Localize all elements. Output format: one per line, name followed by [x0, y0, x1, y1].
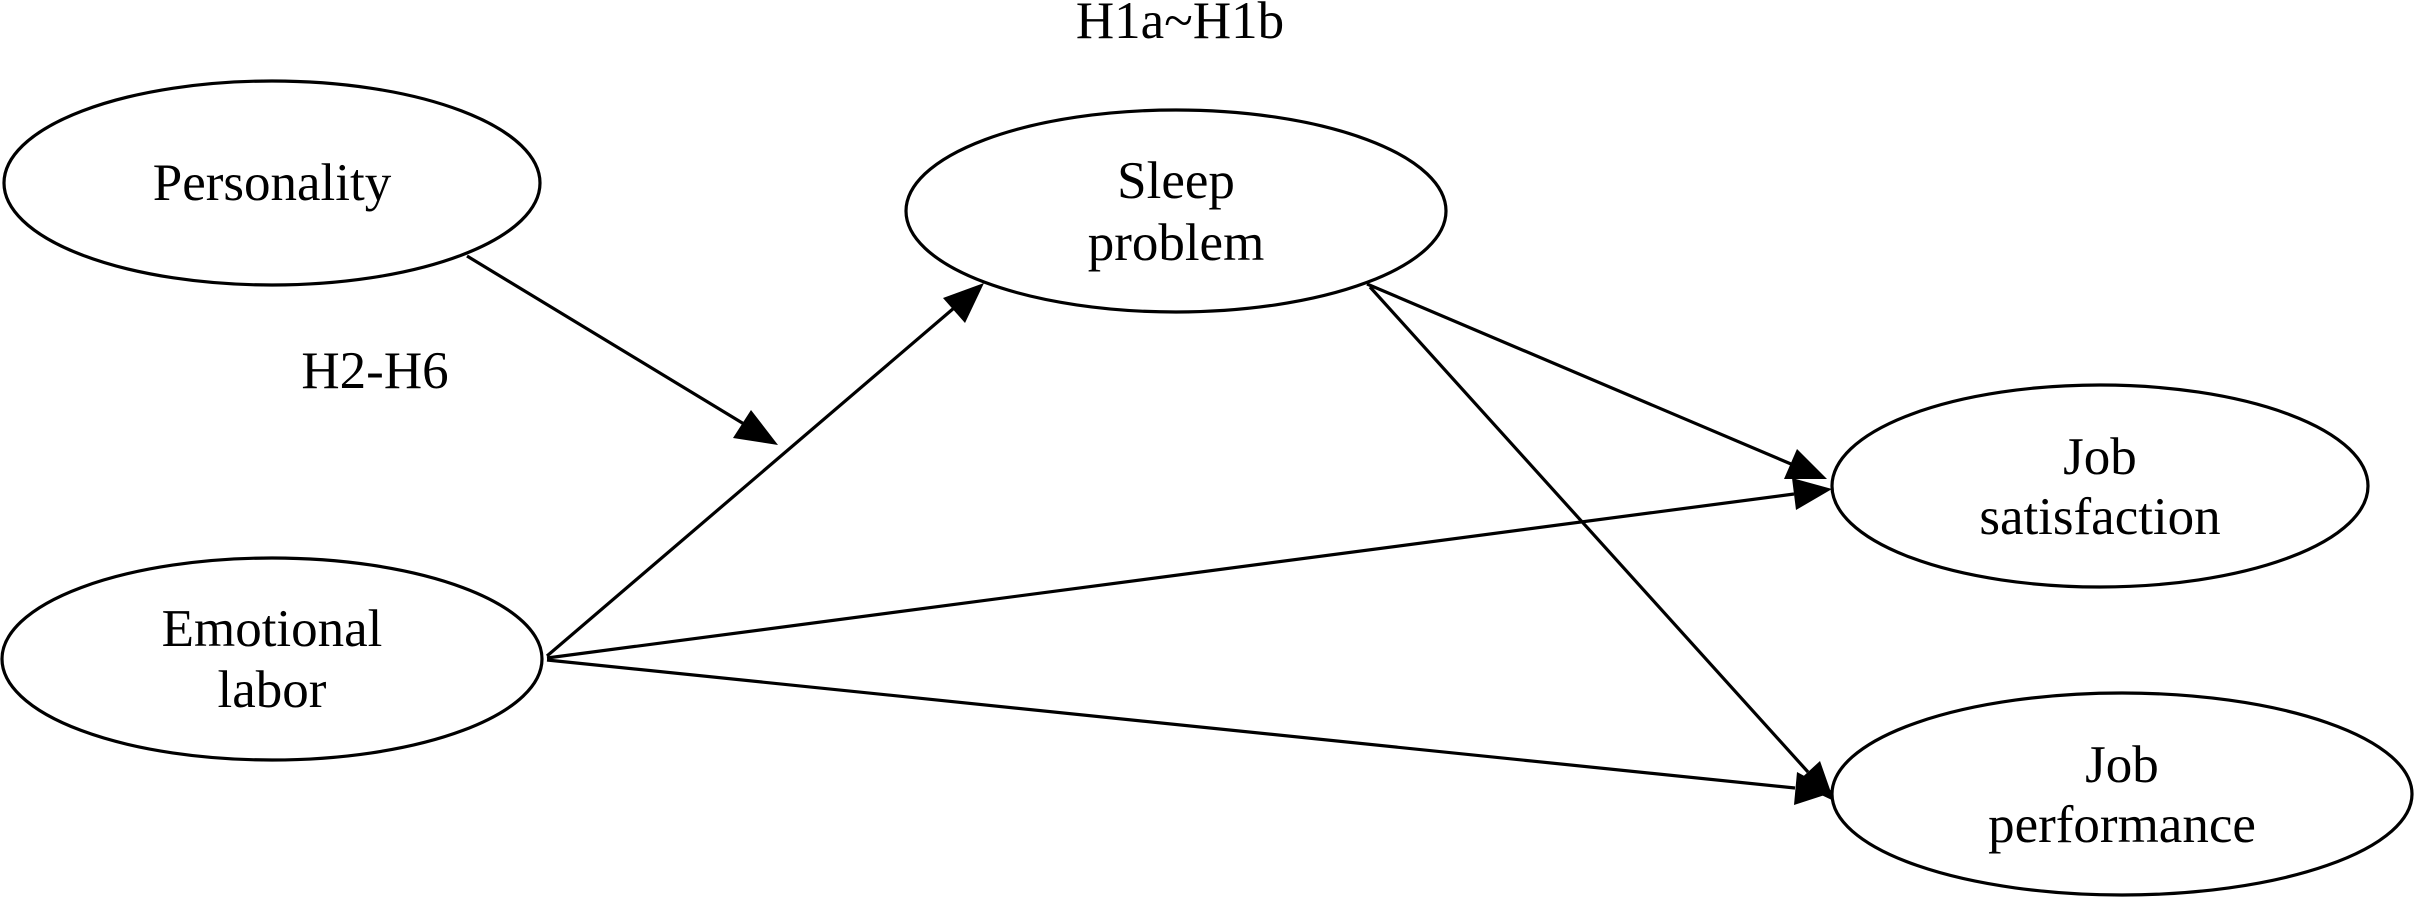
node-sleep-problem-label-line1: Sleep: [1117, 152, 1235, 210]
node-job-performance-label-line2: performance: [1988, 796, 2256, 854]
node-job-satisfaction-label-line2: satisfaction: [1979, 488, 2220, 546]
node-job-performance: Job performance: [1830, 691, 2414, 897]
node-job-satisfaction: Job satisfaction: [1830, 383, 2370, 589]
edge-sleep-performance: [1368, 285, 1834, 801]
edge-emotional-sleep: [545, 283, 984, 658]
hypothesis-label-h2: H2-H6: [301, 342, 448, 400]
edge-sleep-satisfaction: [1366, 282, 1827, 479]
node-job-performance-label-line1: Job: [2085, 736, 2159, 794]
edges: [466, 254, 1834, 805]
node-emotional-labor: Emotional labor: [0, 556, 544, 762]
edge-personality-moderation: [466, 254, 778, 445]
node-personality-label: Personality: [153, 154, 392, 212]
edge-emotional-performance: [546, 658, 1834, 805]
node-emotional-labor-label-line1: Emotional: [162, 600, 383, 658]
edge-emotional-satisfaction: [546, 478, 1832, 660]
node-job-satisfaction-label-line1: Job: [2063, 428, 2137, 486]
node-personality: Personality: [2, 79, 542, 287]
hypothesis-label-h1: H1a~H1b: [1076, 0, 1284, 50]
node-emotional-labor-label-line2: labor: [218, 661, 327, 719]
node-sleep-problem: Sleep problem: [904, 108, 1448, 314]
node-sleep-problem-label-line2: problem: [1088, 214, 1265, 272]
